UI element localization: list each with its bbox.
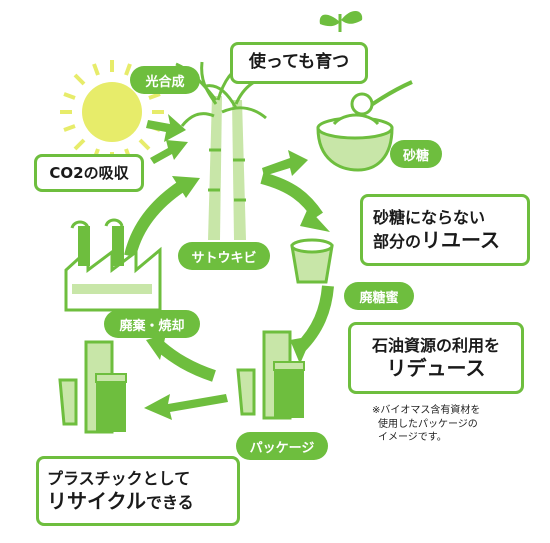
callout-recycle: プラスチックとして リサイクルできる [36, 456, 240, 526]
recycle-arrow [144, 394, 228, 420]
label-photosynthesis: 光合成 [130, 66, 200, 94]
callout-grow-text: 使っても育つ [248, 52, 350, 73]
callout-reuse-line1: 砂糖にならない [373, 207, 486, 227]
sprout-icon [319, 10, 363, 32]
label-sugarcane: サトウキビ [178, 242, 270, 270]
factory-icon [64, 218, 162, 312]
footnote-line1: ※バイオマス含有資材を [372, 405, 481, 416]
label-molasses: 廃糖蜜 [344, 282, 414, 310]
callout-reduce: 石油資源の利用を リデュース [348, 322, 524, 394]
label-package: パッケージ [236, 432, 328, 460]
sugar-bowl-icon [316, 80, 413, 172]
molasses-cup-icon [290, 238, 334, 284]
label-sugar: 砂糖 [390, 140, 442, 168]
sun-arrow [146, 114, 186, 142]
label-disposal: 廃棄・焼却 [104, 310, 200, 338]
footnote-line3: イメージです。 [378, 432, 447, 443]
callout-co2-text: CO2の吸収 [49, 163, 129, 182]
package-group-left-icon [58, 340, 127, 434]
callout-recycle-line1: プラスチックとして [47, 468, 191, 488]
package-group-center-icon [236, 330, 305, 420]
sugar-arrow [262, 150, 308, 176]
callout-grow: 使っても育つ [230, 42, 368, 84]
callout-reuse-line2: 部分のリユース [373, 227, 501, 252]
callout-reuse: 砂糖にならない 部分のリユース [360, 194, 530, 266]
co2-arrow [150, 140, 188, 164]
footnote-line2: 使用したパッケージの [378, 418, 478, 430]
callout-co2: CO2の吸収 [34, 154, 144, 192]
callout-recycle-line2: リサイクルできる [47, 488, 194, 513]
footnote: ※バイオマス含有資材を 使用したパッケージの イメージです。 [372, 404, 480, 445]
sugarcane-icon [175, 60, 275, 240]
callout-reduce-line2: リデュース [386, 355, 486, 380]
callout-reduce-line1: 石油資源の利用を [371, 335, 500, 355]
